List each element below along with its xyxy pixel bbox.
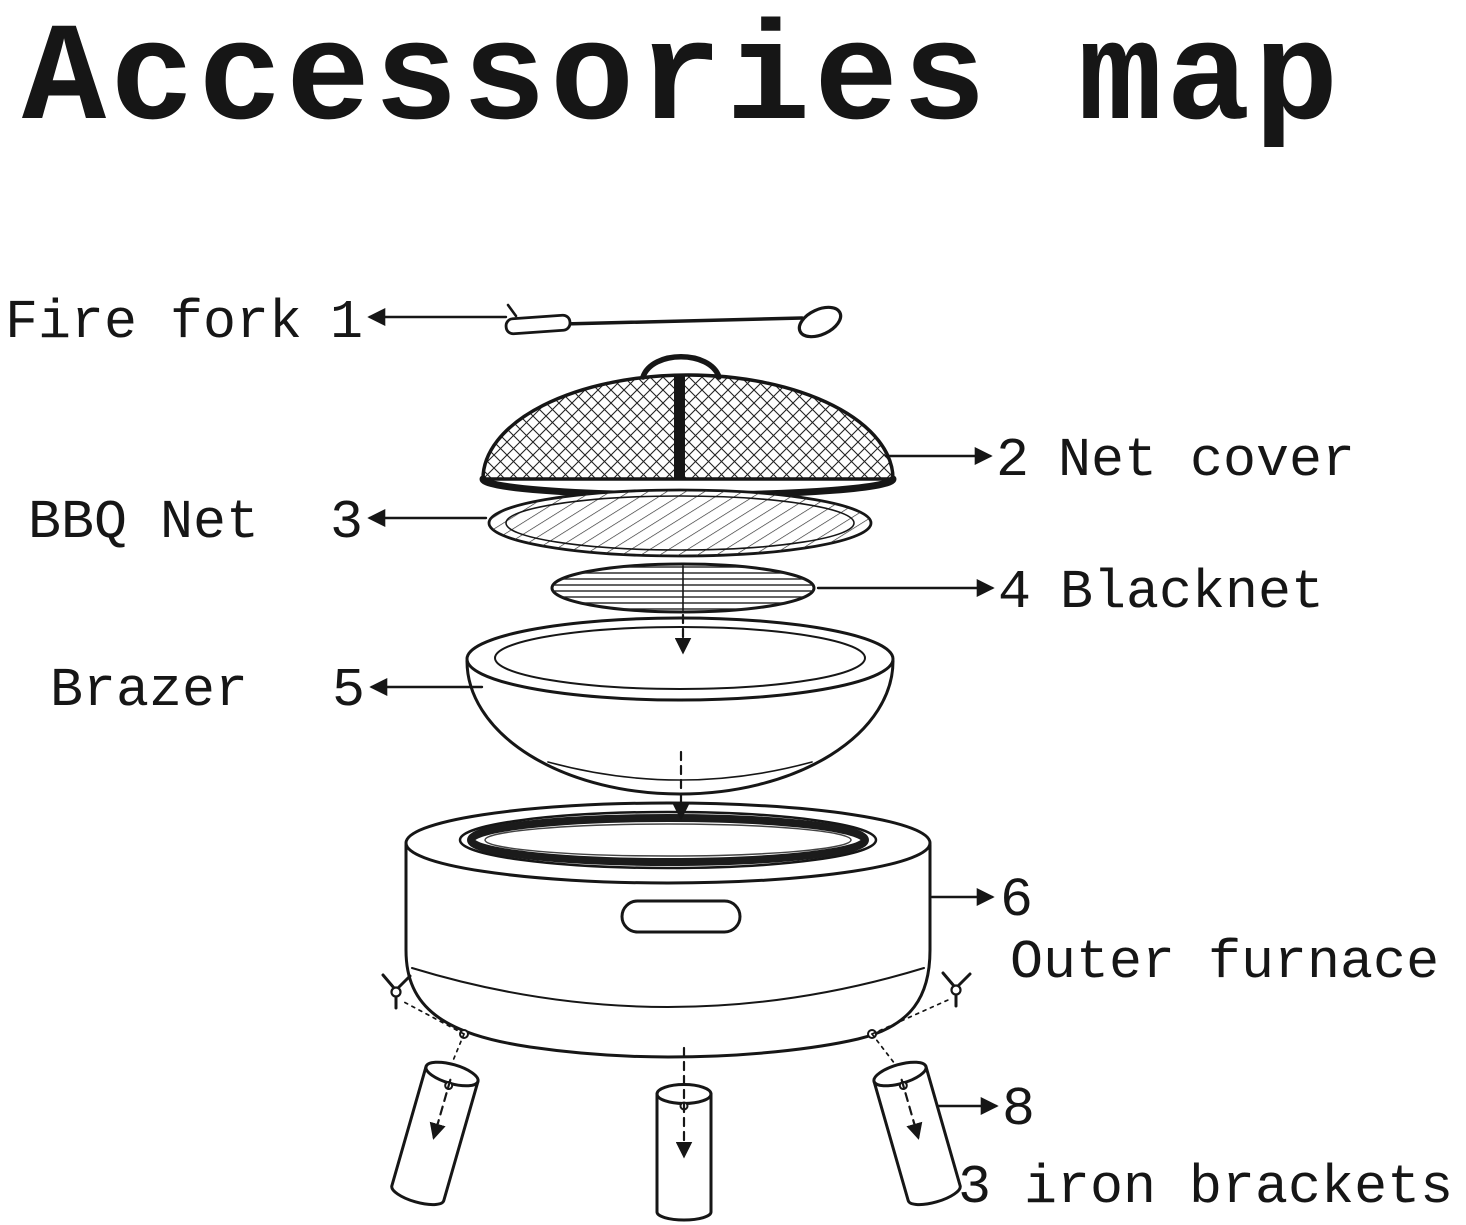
fire-fork-handle-loop (797, 305, 843, 339)
fire-fork-rod (561, 316, 804, 326)
label-blacknet: Blacknet (1060, 561, 1324, 624)
bbq-net-grate (489, 490, 871, 556)
label-iron-brackets: 3 iron brackets (958, 1156, 1453, 1219)
outer-furnace-drawing (404, 801, 932, 1059)
part-number-8: 8 (1002, 1078, 1035, 1141)
guide-right-leg (871, 1033, 899, 1069)
wing-bolt-right-head (950, 984, 962, 996)
part-number-6: 6 (1000, 869, 1033, 932)
net-cover-drawing (479, 354, 897, 499)
label-brazer: Brazer (50, 659, 248, 722)
bbq-net-inner-rim (505, 495, 855, 551)
part-number-4: 4 (998, 561, 1031, 624)
net-cover-handle (640, 354, 722, 380)
net-cover-center-bar (674, 375, 685, 479)
wing-bolt-right (941, 971, 972, 1008)
part-number-1: 1 (330, 291, 363, 354)
net-cover-dome-mesh (481, 373, 895, 481)
label-fire-fork: Fire fork (5, 291, 302, 354)
assembly-arrows (672, 613, 693, 1159)
furnace-seam (411, 967, 925, 1008)
furnace-handle-slot (620, 899, 742, 934)
brazer-rim-inner (494, 626, 866, 690)
label-outer-furnace: Outer furnace (1010, 931, 1439, 994)
label-net-cover: Net cover (1058, 429, 1355, 492)
fire-fork-drawing (504, 303, 843, 339)
guide-left-bolt (403, 1001, 465, 1035)
fire-fork-hook (506, 303, 518, 318)
guide-left-leg (449, 1033, 465, 1069)
leg-right (872, 1060, 962, 1207)
leg-left-insert-arrow (429, 1078, 452, 1140)
guide-right-bolt (871, 999, 949, 1035)
furnace-opening-ring (467, 814, 869, 866)
part-number-3: 3 (330, 491, 363, 554)
wing-bolt-left-head (390, 986, 402, 998)
label-bbq-net: BBQ Net (28, 491, 259, 554)
wing-bolt-left (381, 973, 412, 1010)
leg-left (390, 1060, 480, 1207)
part-number-2: 2 (996, 429, 1029, 492)
furnace-opening-inner (484, 823, 852, 857)
attachment-guides (403, 999, 949, 1069)
fire-fork-blade (504, 313, 572, 336)
page-title: Accessories map (22, 2, 1342, 161)
brazer-drawing (465, 616, 895, 796)
leg-right-insert-arrow (900, 1078, 923, 1140)
leader-lines (367, 308, 999, 1115)
blacknet-drawing (550, 562, 816, 614)
bbq-net-drawing (487, 488, 873, 558)
part-number-5: 5 (332, 659, 365, 722)
